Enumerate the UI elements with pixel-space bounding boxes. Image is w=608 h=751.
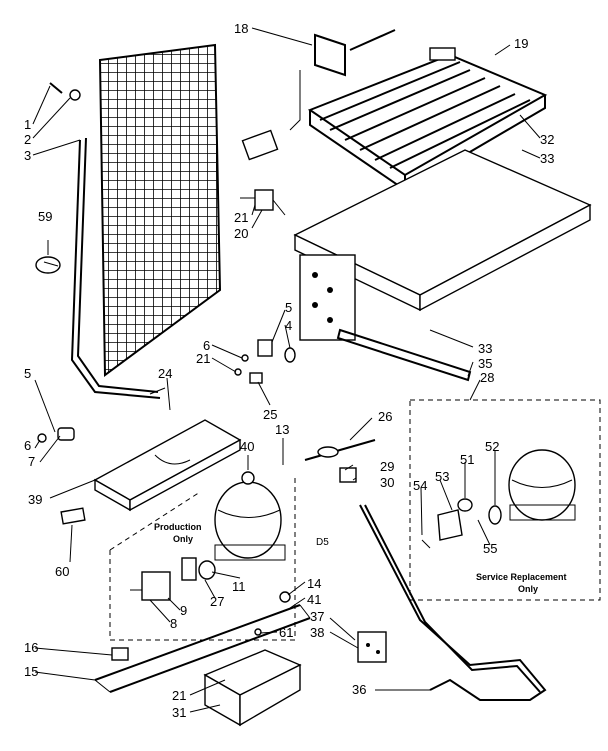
callout-52: 52 xyxy=(485,439,499,454)
callout-26: 26 xyxy=(378,409,392,424)
fan-bracket xyxy=(203,628,302,727)
callout-60: 60 xyxy=(55,564,69,579)
callout-9: 9 xyxy=(180,603,187,618)
callout-14: 14 xyxy=(307,576,321,591)
callout-d5: D5 xyxy=(316,537,329,548)
callout-30: 30 xyxy=(380,475,394,490)
callout-32: 32 xyxy=(540,132,554,147)
leader-lines xyxy=(32,27,541,713)
callout-29: 29 xyxy=(380,459,394,474)
callout-28: 28 xyxy=(480,370,494,385)
parts-mid xyxy=(234,339,296,384)
production-only-note: Only xyxy=(173,534,193,544)
base-tray xyxy=(293,149,592,341)
defrost-timer xyxy=(357,631,387,663)
callout-11: 11 xyxy=(232,579,246,594)
callout-41: 41 xyxy=(307,592,321,607)
callout-16: 16 xyxy=(24,640,38,655)
thermostat xyxy=(240,189,286,216)
callout-53: 53 xyxy=(435,469,449,484)
callout-21: 21 xyxy=(234,210,248,225)
callout-31: 31 xyxy=(172,705,186,720)
callout-35: 35 xyxy=(478,356,492,371)
callout-18: 18 xyxy=(234,21,248,36)
callout-5: 5 xyxy=(24,366,31,381)
production-note: Production xyxy=(154,522,202,532)
callout-labels: 1 2 3 59 5 6 7 39 60 18 21 20 19 32 33 5… xyxy=(24,21,554,720)
compressor-production xyxy=(181,471,286,581)
callout-36: 36 xyxy=(352,682,366,697)
callout-7: 7 xyxy=(28,454,35,469)
condenser-coil xyxy=(70,43,222,399)
callout-27: 27 xyxy=(210,594,224,609)
production-only-box xyxy=(109,478,296,641)
callout-3: 3 xyxy=(24,148,31,163)
service-only-box xyxy=(409,399,601,601)
compressor-service xyxy=(421,449,576,549)
callout-33: 33 xyxy=(540,151,554,166)
callout-21c: 21 xyxy=(172,688,186,703)
callout-6: 6 xyxy=(24,438,31,453)
callout-4: 4 xyxy=(285,318,292,333)
callout-51: 51 xyxy=(460,452,474,467)
dryer xyxy=(304,439,376,483)
relay xyxy=(130,571,171,601)
callout-38: 38 xyxy=(310,625,324,640)
base-rail xyxy=(94,591,311,693)
callout-55: 55 xyxy=(483,541,497,556)
heater-strip xyxy=(336,328,472,382)
callout-54: 54 xyxy=(413,478,427,493)
callout-2: 2 xyxy=(24,132,31,147)
callout-5b: 5 xyxy=(285,300,292,315)
callout-59: 59 xyxy=(38,209,52,224)
callout-61: 61 xyxy=(279,625,293,640)
callout-15: 15 xyxy=(24,664,38,679)
callout-39: 39 xyxy=(28,492,42,507)
callout-20: 20 xyxy=(234,226,248,241)
callout-25: 25 xyxy=(263,407,277,422)
callout-13: 13 xyxy=(275,422,289,437)
service-only-note: Only xyxy=(518,584,538,594)
callout-33b: 33 xyxy=(478,341,492,356)
callout-19: 19 xyxy=(514,36,528,51)
service-note: Service Replacement xyxy=(476,572,567,582)
drain-pan xyxy=(93,419,242,512)
callout-24: 24 xyxy=(158,366,172,381)
callout-37: 37 xyxy=(310,609,324,624)
callout-8: 8 xyxy=(170,616,177,631)
callout-40: 40 xyxy=(240,439,254,454)
callout-1: 1 xyxy=(24,117,31,132)
small-parts-left xyxy=(35,82,86,525)
callout-6b: 6 xyxy=(203,338,210,353)
part-18-tube xyxy=(241,29,396,161)
callout-21b: 21 xyxy=(196,351,210,366)
